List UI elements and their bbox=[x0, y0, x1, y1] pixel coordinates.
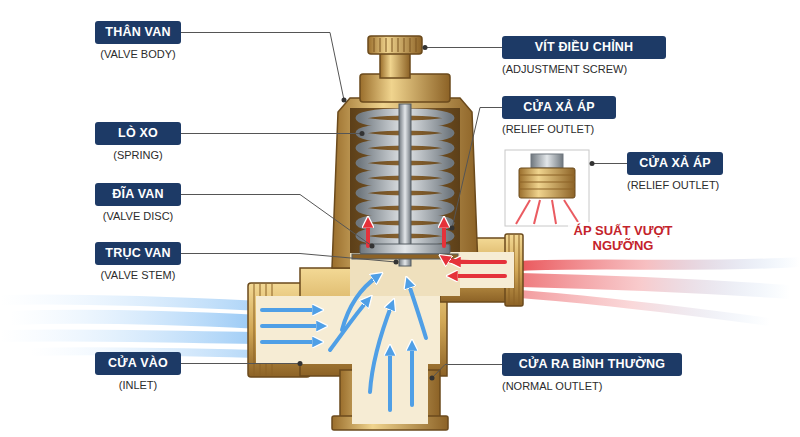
flow-arrows bbox=[262, 222, 505, 410]
callout-label: TRỤC VAN (VALVE STEM) bbox=[95, 242, 181, 282]
part-name-box: ĐĨA VAN bbox=[95, 183, 181, 206]
callout-label: LÒ XO (SPRING) bbox=[95, 122, 181, 162]
knurl bbox=[374, 38, 416, 52]
callout-label: CỬA XẢ ÁP (RELIEF OUTLET) bbox=[627, 152, 723, 192]
part-name-box: THÂN VAN bbox=[95, 21, 181, 44]
part-name-english: (INLET) bbox=[95, 379, 181, 392]
callout-label: CỬA XẢ ÁP (RELIEF OUTLET) bbox=[502, 96, 616, 136]
part-name-box: CỬA VÀO bbox=[95, 352, 181, 375]
callout-label: THÂN VAN (VALVE BODY) bbox=[95, 21, 181, 61]
leader-lines bbox=[150, 33, 660, 379]
relief-inset bbox=[505, 150, 589, 226]
part-name-box: CỬA XẢ ÁP bbox=[627, 152, 723, 175]
part-name-english: (RELIEF OUTLET) bbox=[502, 123, 616, 136]
cutaway bbox=[256, 108, 514, 424]
callout-label: CỬA VÀO (INLET) bbox=[95, 352, 181, 392]
part-name-english: (VALVE BODY) bbox=[95, 48, 181, 61]
part-name-english: (NORMAL OUTLET) bbox=[502, 380, 682, 393]
inlet-flow bbox=[0, 299, 260, 354]
part-name-box: VÍT ĐIỀU CHỈNH bbox=[502, 36, 666, 59]
part-name-box: CỬA RA BÌNH THƯỜNG bbox=[502, 353, 682, 376]
callout-label: CỬA RA BÌNH THƯỜNG (NORMAL OUTLET) bbox=[502, 353, 682, 393]
part-name-english: (SPRING) bbox=[95, 149, 181, 162]
relief-flow bbox=[520, 262, 800, 322]
warning-note: ÁP SUẤT VƯỢT NGƯỠNG bbox=[568, 222, 678, 254]
stem-and-disc bbox=[352, 104, 458, 266]
part-name-english: (VALVE DISC) bbox=[95, 210, 181, 223]
part-name-box: LÒ XO bbox=[95, 122, 181, 145]
part-name-box: TRỤC VAN bbox=[95, 242, 181, 265]
part-name-box: CỬA XẢ ÁP bbox=[502, 96, 616, 119]
part-name-english: (VALVE STEM) bbox=[95, 269, 181, 282]
part-name-english: (RELIEF OUTLET) bbox=[627, 179, 723, 192]
callout-label: VÍT ĐIỀU CHỈNH (ADJUSTMENT SCREW) bbox=[502, 36, 666, 76]
callout-label: ĐĨA VAN (VALVE DISC) bbox=[95, 183, 181, 223]
part-name-english: (ADJUSTMENT SCREW) bbox=[502, 63, 666, 76]
valve-body bbox=[248, 36, 523, 430]
